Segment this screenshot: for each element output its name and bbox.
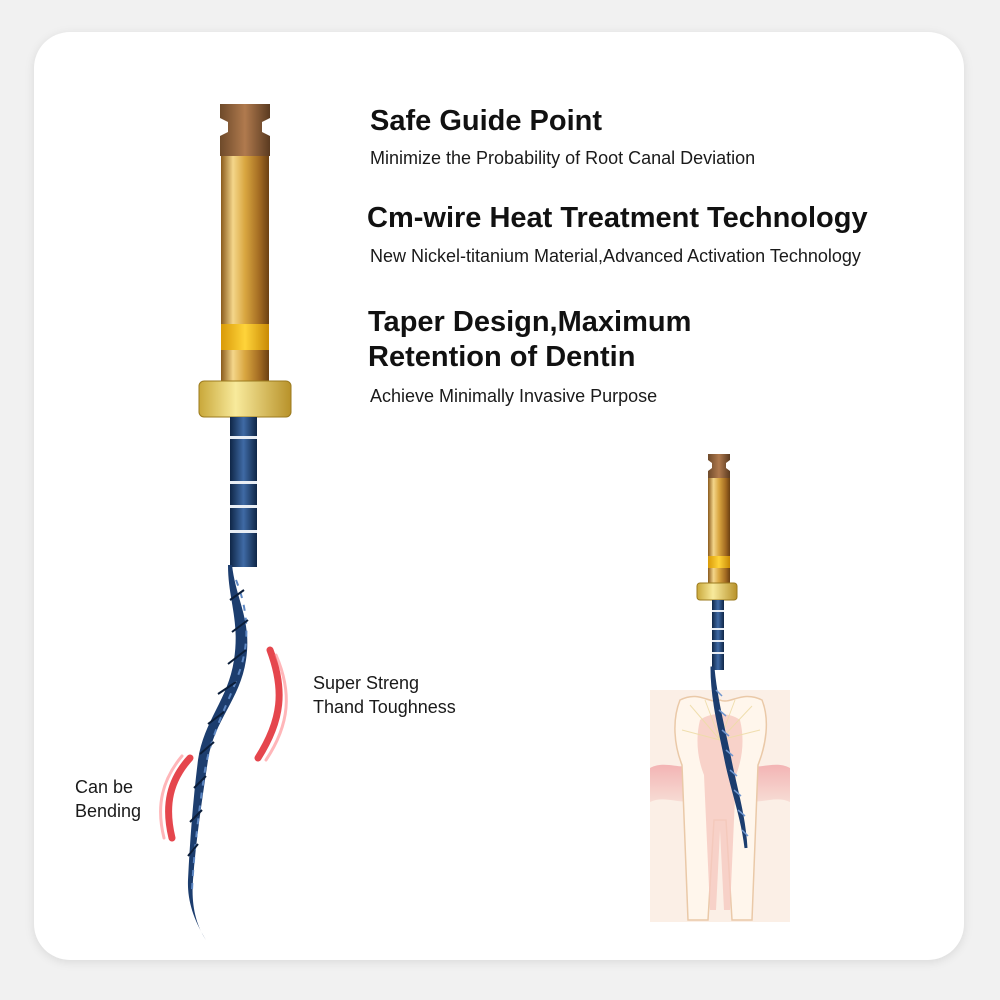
flex-indicator-right bbox=[254, 646, 283, 762]
feature-3-title-line2: Retention of Dentin bbox=[368, 341, 636, 373]
large-endo-file bbox=[159, 104, 292, 940]
feature-1-title: Safe Guide Point bbox=[370, 105, 603, 137]
feature-3-title-line1: Taper Design,Maximum bbox=[368, 306, 692, 338]
file-twisted-blade bbox=[187, 565, 248, 940]
depth-marker bbox=[230, 530, 257, 533]
feature-2-title: Cm-wire Heat Treatment Technology bbox=[367, 202, 868, 234]
feature-2-subtitle: New Nickel-titanium Material,Advanced Ac… bbox=[370, 246, 861, 266]
file-handle-cap bbox=[220, 104, 270, 156]
file-yellow-band bbox=[221, 324, 269, 350]
feature-3-subtitle: Achieve Minimally Invasive Purpose bbox=[370, 386, 658, 406]
depth-marker bbox=[230, 481, 257, 484]
product-card bbox=[34, 32, 964, 960]
bend-callout-line2: Bending bbox=[75, 801, 142, 821]
file-gold-shaft bbox=[221, 156, 269, 326]
gum-left bbox=[650, 764, 692, 802]
strength-callout-line1: Super Streng bbox=[313, 673, 420, 693]
flex-indicator-left bbox=[165, 754, 194, 842]
bend-callout-line1: Can be bbox=[75, 777, 134, 797]
file-rubber-stopper bbox=[198, 380, 292, 418]
feature-1-subtitle: Minimize the Probability of Root Canal D… bbox=[370, 148, 756, 168]
file-blue-shank bbox=[230, 417, 257, 567]
small-endo-file bbox=[696, 454, 749, 849]
gum-right bbox=[748, 764, 790, 802]
depth-marker bbox=[230, 505, 257, 508]
strength-callout-line2: Thand Toughness bbox=[313, 697, 456, 717]
depth-marker bbox=[230, 436, 257, 439]
